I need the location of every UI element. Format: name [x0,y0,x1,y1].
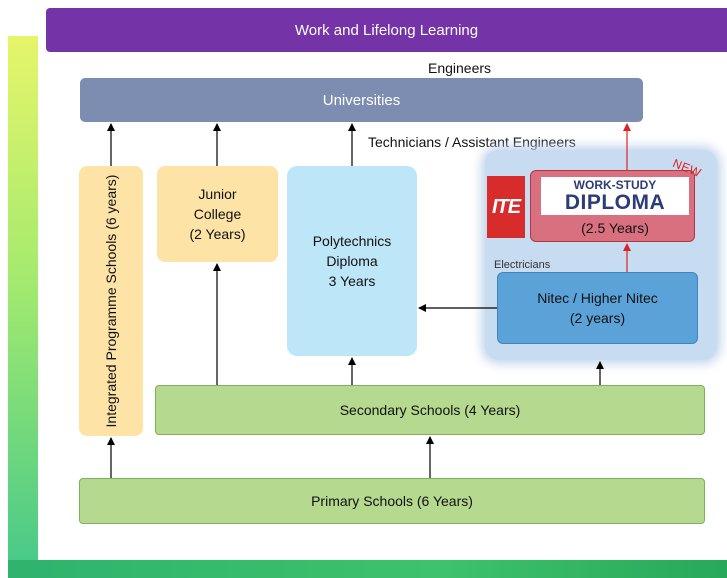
technicians-label: Technicians / Assistant Engineers [368,134,576,150]
polytechnics-years: 3 Years [328,273,376,289]
diploma-line: DIPLOMA [564,190,666,214]
polytechnics-line1: Polytechnics [312,233,392,249]
ite-logo-text: ITE [491,195,521,218]
universities-box: Universities [80,78,643,122]
integrated-programme-box: Integrated Programme Schools (6 years) [79,166,143,436]
work-lifelong-learning-banner: Work and Lifelong Learning [46,8,727,52]
junior-college-years: (2 Years) [189,226,246,242]
bottom-accent-bar [8,560,727,578]
work-study-diploma-title: WORK-STUDY DIPLOMA [540,176,690,216]
nitec-line1: Nitec / Higher Nitec [537,290,658,306]
junior-college-line2: College [193,206,242,222]
primary-schools-box: Primary Schools (6 Years) [79,478,705,524]
engineers-label: Engineers [428,60,492,76]
ite-logo: ITE [487,176,525,238]
junior-college-line1: Junior [198,186,237,202]
work-study-years: (2.5 Years) [581,220,649,236]
work-study-line: WORK-STUDY [573,177,657,192]
nitec-box: Nitec / Higher Nitec (2 years) [497,272,698,344]
left-accent-bar [8,36,38,578]
junior-college-box: Junior College (2 Years) [157,166,278,262]
secondary-schools-box: Secondary Schools (4 Years) [155,385,705,435]
polytechnics-box: Polytechnics Diploma 3 Years [287,166,417,356]
nitec-years: (2 years) [569,310,626,326]
electricians-label: Electricians [494,259,551,271]
polytechnics-line2: Diploma [326,253,378,269]
